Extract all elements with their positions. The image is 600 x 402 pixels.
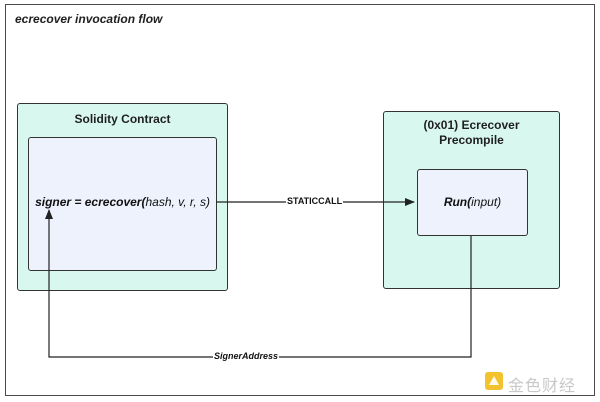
ecrecover-expression-args: hash, v, r, s) [145,195,210,209]
ecrecover-expression: signer = ecrecover(hash, v, r, s) [29,195,216,209]
run-expression-args: input) [471,195,502,209]
ecrecover-expression-bold: signer = ecrecover( [35,195,146,209]
signer-address-label: SignerAddress [213,351,280,362]
signer-address-return-arrow [45,209,472,358]
solidity-contract-box: Solidity Contract signer = ecrecover(has… [17,103,228,291]
watermark: 金色财经 [484,371,596,395]
watermark-logo-icon [485,372,503,390]
run-box: Run(input) [417,169,528,236]
run-expression: Run(input) [418,195,527,209]
diagram-title: ecrecover invocation flow [15,12,163,26]
run-expression-bold: Run( [443,195,472,209]
precompile-title-line1: (0x01) Ecrecover [423,118,520,132]
watermark-text: 金色财经 [508,376,577,395]
solidity-contract-title: Solidity Contract [74,112,171,126]
staticcall-label: STATICCALL [286,196,344,207]
ecrecover-call-box: signer = ecrecover(hash, v, r, s) [28,137,217,271]
precompile-title-line2: Precompile [439,133,504,147]
